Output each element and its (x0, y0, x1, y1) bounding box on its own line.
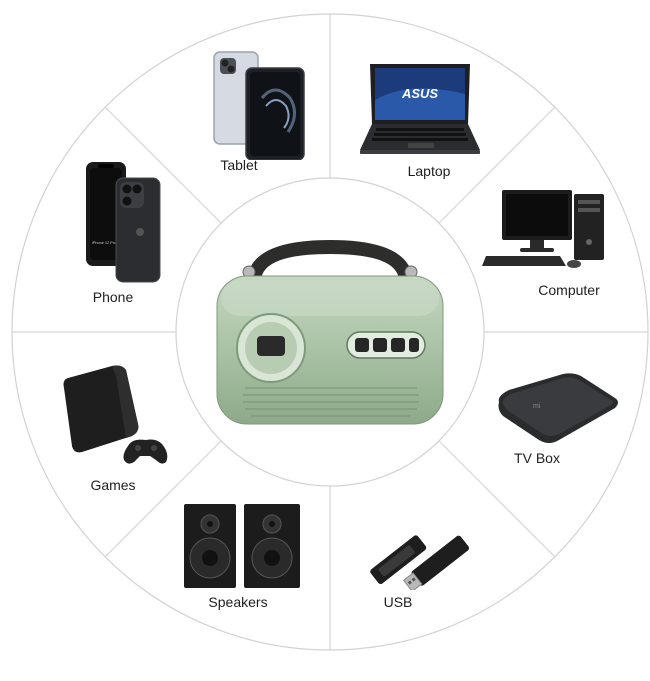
usb-icon (370, 535, 470, 590)
segment-label-computer: Computer (538, 282, 600, 298)
segment-label-games: Games (90, 477, 136, 493)
phone-screen-text: iPhone 12 Pro Max Mockup (92, 241, 139, 245)
tv-box-icon: mi (498, 373, 618, 443)
segment-label-laptop: Laptop (407, 163, 451, 179)
speakers-icon (184, 504, 300, 588)
mini-projector-icon (216, 240, 444, 425)
game-console-icon (63, 365, 168, 464)
tablet-icon (213, 51, 305, 160)
computer-icon (482, 190, 604, 268)
spokes (12, 14, 648, 650)
segment-label-tvbox: TV Box (514, 450, 560, 466)
svg-text:mi: mi (533, 403, 541, 410)
segment-label-speakers: Speakers (208, 594, 268, 610)
segment-label-tablet: Tablet (220, 157, 258, 173)
phone-icon: iPhone 12 Pro Max Mockup (86, 162, 161, 283)
segment-label-usb: USB (383, 594, 413, 610)
laptop-icon: ASUS (360, 64, 480, 154)
laptop-brand: ASUS (401, 86, 438, 101)
segment-label-phone: Phone (92, 289, 134, 305)
